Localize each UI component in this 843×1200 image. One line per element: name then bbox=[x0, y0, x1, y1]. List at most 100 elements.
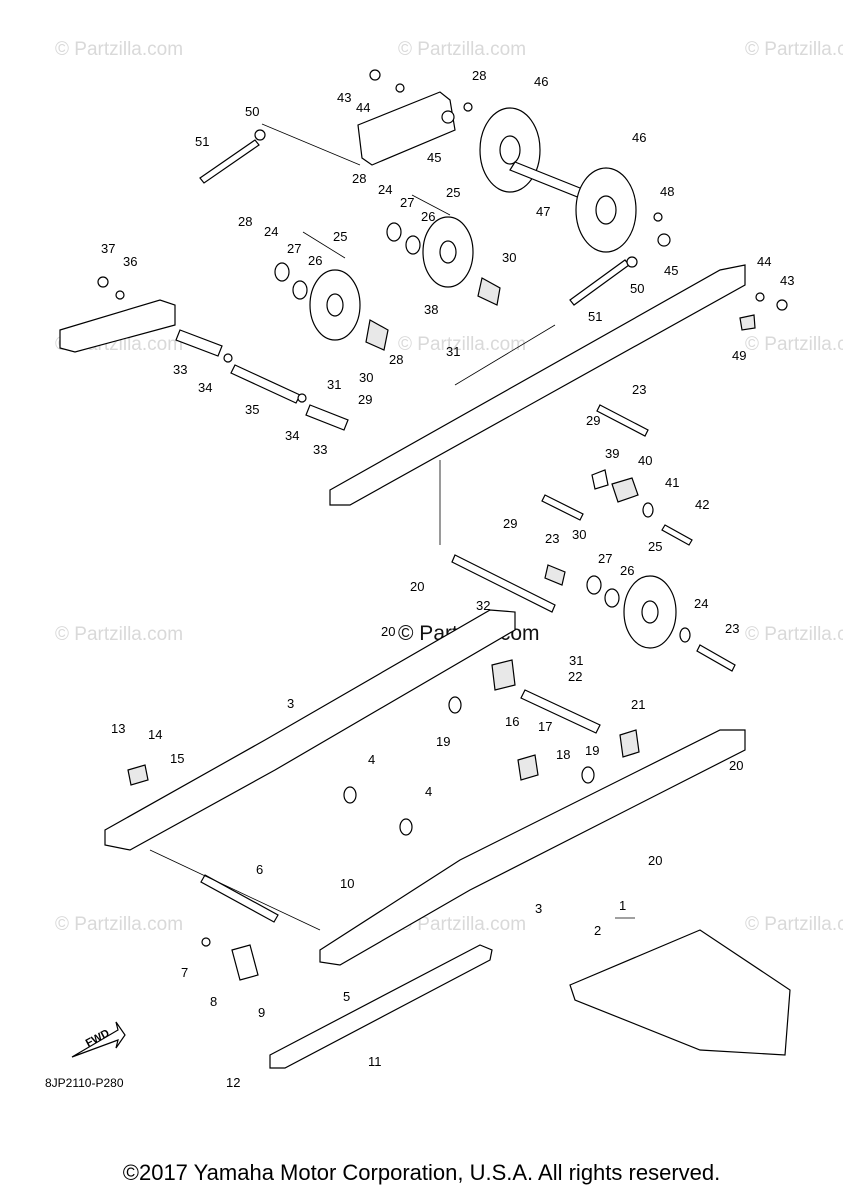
shaft-6 bbox=[200, 874, 279, 923]
callout: 27 bbox=[287, 241, 301, 256]
callout: 30 bbox=[502, 250, 516, 265]
callout: 33 bbox=[313, 442, 327, 457]
wheel-8 bbox=[231, 944, 259, 981]
callout: 12 bbox=[226, 1075, 240, 1090]
bolt-43-right bbox=[776, 299, 788, 311]
callout: 32 bbox=[476, 598, 490, 613]
callout: 20 bbox=[381, 624, 395, 639]
callout: 24 bbox=[264, 224, 278, 239]
nut-37 bbox=[97, 276, 109, 288]
fwd-arrow bbox=[71, 1021, 126, 1058]
callout: 1 bbox=[619, 898, 626, 913]
callout: 6 bbox=[256, 862, 263, 877]
callout: 44 bbox=[356, 100, 370, 115]
watermark: © Partzilla.com bbox=[745, 39, 843, 60]
wheel-25-right-hub bbox=[641, 600, 659, 624]
callout: 50 bbox=[245, 104, 259, 119]
washer-44-top bbox=[395, 83, 405, 93]
callout: 17 bbox=[538, 719, 552, 734]
wheel-group bbox=[274, 216, 691, 649]
washer-41 bbox=[642, 502, 654, 518]
collar-39 bbox=[591, 469, 609, 490]
bearing-26 bbox=[405, 235, 421, 255]
leader-line bbox=[411, 194, 451, 216]
spacer-33-bottom bbox=[305, 404, 349, 431]
callout: 23 bbox=[725, 621, 739, 636]
watermark: © Partzilla.com bbox=[398, 334, 526, 355]
callout: 3 bbox=[535, 901, 542, 916]
bearing-26 bbox=[604, 588, 620, 608]
washer-4-right bbox=[399, 818, 413, 836]
upper-rail-long bbox=[329, 264, 746, 506]
callout: 14 bbox=[148, 727, 162, 742]
callout: 34 bbox=[285, 428, 299, 443]
collar-19 bbox=[448, 696, 462, 714]
callout: 24 bbox=[694, 596, 708, 611]
callout: 51 bbox=[195, 134, 209, 149]
bolt-51-left bbox=[199, 139, 260, 184]
bolt-51-right bbox=[569, 259, 630, 306]
cap-49 bbox=[739, 314, 756, 331]
collar-34 bbox=[297, 393, 307, 403]
washer-4-left bbox=[343, 786, 357, 804]
washer-44-right bbox=[755, 292, 765, 302]
callout: 47 bbox=[536, 204, 550, 219]
idler-wheel-46-right-hub bbox=[595, 195, 617, 225]
callout: 46 bbox=[534, 74, 548, 89]
nut-50-right bbox=[626, 256, 638, 268]
watermark: © Partzilla.com bbox=[55, 39, 183, 60]
ring-27 bbox=[386, 222, 402, 242]
callout: 28 bbox=[238, 214, 252, 229]
callout: 51 bbox=[588, 309, 602, 324]
callout: 27 bbox=[598, 551, 612, 566]
callout: 8 bbox=[210, 994, 217, 1009]
callout: 24 bbox=[378, 182, 392, 197]
watermark: © Partzilla.com bbox=[398, 39, 526, 60]
leader-line bbox=[261, 123, 361, 166]
callout: 30 bbox=[572, 527, 586, 542]
callout: 39 bbox=[605, 446, 619, 461]
callout: 37 bbox=[101, 241, 115, 256]
callout: 44 bbox=[757, 254, 771, 269]
callout: 35 bbox=[245, 402, 259, 417]
frame-rail-3-left bbox=[104, 609, 516, 851]
watermark: © Partzilla.com bbox=[55, 624, 183, 645]
exploded-parts-diagram: © Partzilla.com © Partzilla.com © Partzi… bbox=[45, 39, 843, 1090]
bracket-30 bbox=[365, 319, 389, 351]
block-21 bbox=[619, 729, 640, 758]
callout: 25 bbox=[648, 539, 662, 554]
callout: 25 bbox=[333, 229, 347, 244]
copyright-notice: ©2017 Yamaha Motor Corporation, U.S.A. A… bbox=[122, 1160, 721, 1185]
nut-45-left bbox=[441, 110, 455, 124]
callout: 25 bbox=[446, 185, 460, 200]
callout: 4 bbox=[425, 784, 432, 799]
bracket-30 bbox=[544, 564, 566, 586]
callout: 26 bbox=[620, 563, 634, 578]
callout: 21 bbox=[631, 697, 645, 712]
wheel-25-left-hub bbox=[326, 293, 344, 317]
callout: 7 bbox=[181, 965, 188, 980]
collar-34 bbox=[223, 353, 233, 363]
callout: 3 bbox=[287, 696, 294, 711]
nut-45-right bbox=[657, 233, 671, 247]
callout: 43 bbox=[780, 273, 794, 288]
callout: 15 bbox=[170, 751, 184, 766]
callout: 28 bbox=[472, 68, 486, 83]
callout: 22 bbox=[568, 669, 582, 684]
callout: 33 bbox=[173, 362, 187, 377]
bolt-23-middle bbox=[541, 494, 584, 521]
callout: 26 bbox=[421, 209, 435, 224]
wheel-25-center-hub bbox=[439, 240, 457, 264]
track-section-1 bbox=[569, 929, 791, 1056]
leader-line bbox=[454, 324, 556, 386]
ring-27 bbox=[586, 575, 602, 595]
callout: 46 bbox=[632, 130, 646, 145]
collar-28-top bbox=[463, 102, 473, 112]
bolt-23-lower bbox=[696, 644, 736, 672]
nut-48 bbox=[653, 212, 663, 222]
bolts-right bbox=[541, 256, 788, 672]
bolt-23-top bbox=[596, 404, 649, 437]
idler-bracket-left bbox=[357, 91, 456, 166]
block-17 bbox=[517, 754, 539, 781]
bracket-30 bbox=[477, 277, 501, 306]
